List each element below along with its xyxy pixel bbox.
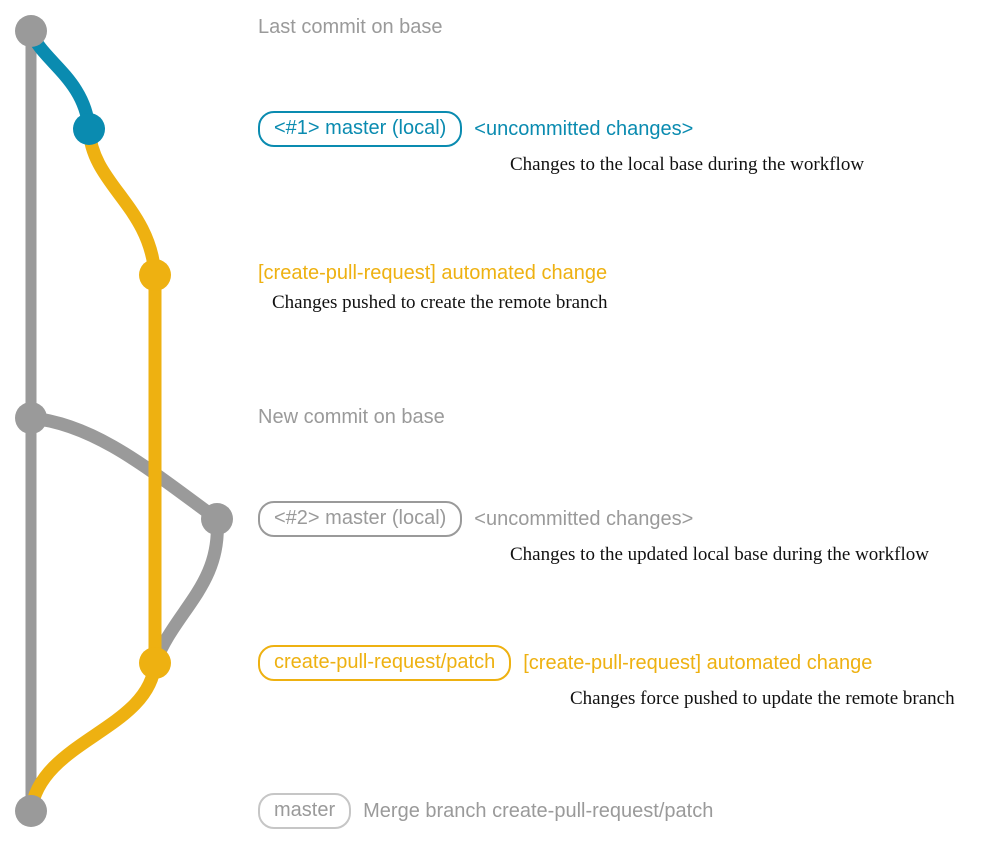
lane-local-branch-1 bbox=[24, 24, 96, 136]
branch-badge-master-local-2[interactable]: <#2> master (local) bbox=[258, 501, 463, 537]
commit-headline: Last commit on base bbox=[258, 16, 443, 38]
commit-subject: [create-pull-request] automated change bbox=[523, 652, 873, 674]
commit-entry: <#2> master (local) <uncommitted changes… bbox=[258, 501, 929, 565]
commit-description: Changes to the updated local base during… bbox=[510, 544, 929, 565]
commit-description: Changes pushed to create the remote bran… bbox=[272, 292, 608, 313]
commit-entry: create-pull-request/patch [create-pull-r… bbox=[258, 645, 955, 709]
commit-entry: New commit on base bbox=[258, 406, 445, 428]
commit-node-last-commit-on-base[interactable] bbox=[15, 15, 47, 47]
commit-row-automated-change-2: create-pull-request/patch [create-pull-r… bbox=[258, 645, 955, 709]
commit-description-wrap: Changes pushed to create the remote bran… bbox=[272, 293, 608, 313]
branch-badge-master-local-1[interactable]: <#1> master (local) bbox=[258, 111, 463, 147]
commit-headline: master Merge branch create-pull-request/… bbox=[258, 793, 713, 829]
commit-row-merge-commit: master Merge branch create-pull-request/… bbox=[258, 793, 713, 829]
lane-patch-merge bbox=[24, 656, 162, 818]
commit-description-wrap: Changes to the updated local base during… bbox=[510, 545, 929, 565]
commit-entry: <#1> master (local) <uncommitted changes… bbox=[258, 111, 864, 175]
commit-subject: [create-pull-request] automated change bbox=[258, 262, 608, 284]
commit-subject: Merge branch create-pull-request/patch bbox=[363, 800, 714, 822]
commit-node-automated-change-2[interactable] bbox=[139, 647, 171, 679]
commit-headline: <#2> master (local) <uncommitted changes… bbox=[258, 501, 929, 537]
commit-headline: New commit on base bbox=[258, 406, 445, 428]
lane-local-branch-2-in bbox=[148, 512, 224, 670]
commit-node-new-commit-on-base[interactable] bbox=[15, 402, 47, 434]
commit-subject: <uncommitted changes> bbox=[474, 508, 694, 530]
commit-description-wrap: Changes force pushed to update the remot… bbox=[570, 689, 955, 709]
commit-entry: Last commit on base bbox=[258, 16, 443, 38]
commit-row-local-2: <#2> master (local) <uncommitted changes… bbox=[258, 501, 929, 565]
commit-row-last-commit-on-base: Last commit on base bbox=[258, 16, 443, 38]
commit-description: Changes to the local base during the wor… bbox=[510, 154, 865, 175]
commit-description-wrap: Changes to the local base during the wor… bbox=[510, 155, 864, 175]
commit-row-automated-change-1: [create-pull-request] automated change C… bbox=[258, 262, 608, 313]
commit-headline: create-pull-request/patch [create-pull-r… bbox=[258, 645, 955, 681]
lane-patch-upper bbox=[82, 122, 162, 282]
commit-subject: Last commit on base bbox=[258, 16, 443, 38]
commit-row-local-1: <#1> master (local) <uncommitted changes… bbox=[258, 111, 864, 175]
branch-badge-master[interactable]: master bbox=[258, 793, 352, 829]
commit-subject: New commit on base bbox=[258, 406, 445, 428]
commit-headline: <#1> master (local) <uncommitted changes… bbox=[258, 111, 864, 147]
commit-node-local-1[interactable] bbox=[73, 113, 105, 145]
commit-node-automated-change-1[interactable] bbox=[139, 259, 171, 291]
commit-entry: master Merge branch create-pull-request/… bbox=[258, 793, 713, 829]
branch-badge-create-pull-request-patch[interactable]: create-pull-request/patch bbox=[258, 645, 512, 681]
commit-node-local-2[interactable] bbox=[201, 503, 233, 535]
commit-subject: <uncommitted changes> bbox=[474, 118, 694, 140]
commit-node-merge-commit[interactable] bbox=[15, 795, 47, 827]
commit-entry: [create-pull-request] automated change C… bbox=[258, 262, 608, 313]
lane-local-branch-2-out bbox=[24, 411, 224, 526]
commit-description: Changes force pushed to update the remot… bbox=[570, 688, 955, 709]
commit-row-new-commit-on-base: New commit on base bbox=[258, 406, 445, 428]
commit-headline: [create-pull-request] automated change bbox=[258, 262, 608, 284]
